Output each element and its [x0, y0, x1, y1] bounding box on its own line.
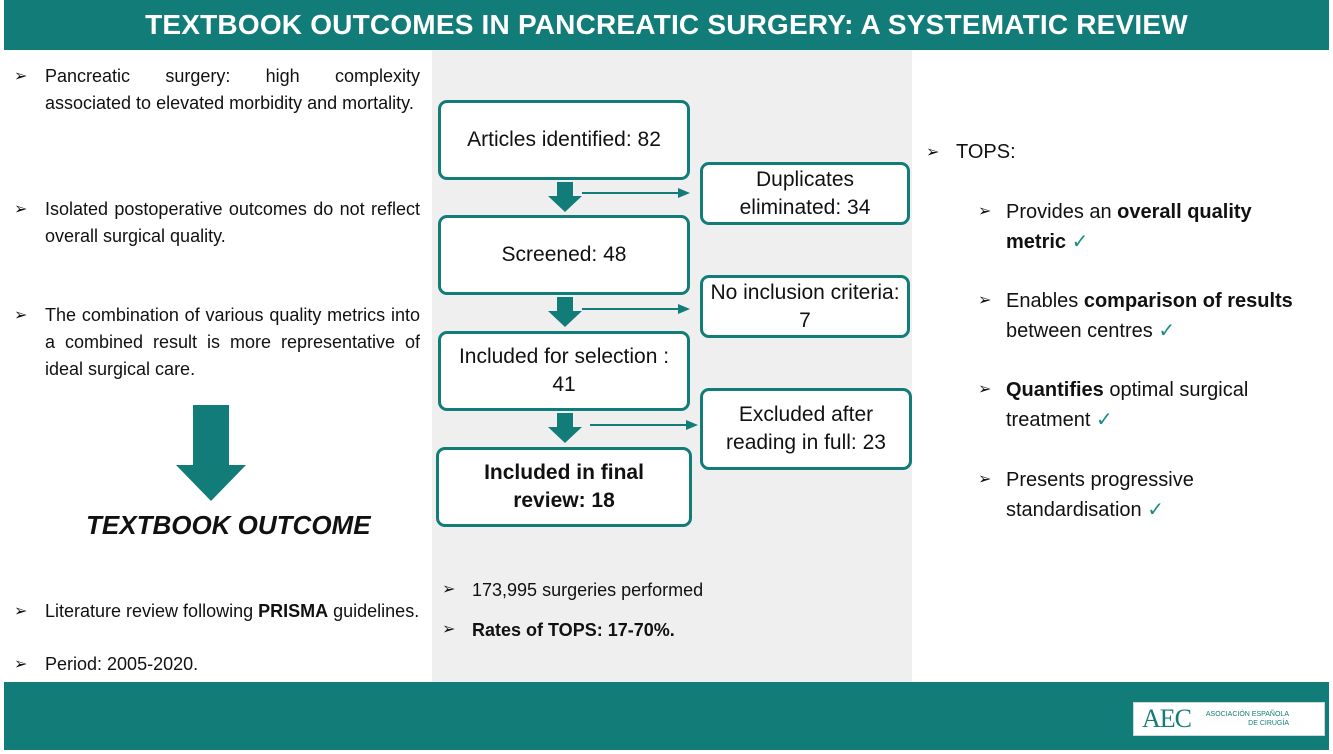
bullet-icon: ➢ — [442, 581, 456, 598]
aec-logo-mark: AEC — [1142, 704, 1192, 733]
bullet-icon: ➢ — [14, 603, 28, 620]
right-arrow-icon — [590, 420, 698, 430]
down-arrow-icon — [548, 297, 582, 327]
textbook-outcome-label: TEXTBOOK OUTCOME — [86, 510, 371, 540]
check-icon: ✓ — [1071, 231, 1089, 253]
right-arrow-icon — [582, 304, 690, 314]
footer-band — [4, 682, 1329, 750]
tops-item-4: Presents progressive standardisation ✓ — [1006, 469, 1194, 521]
bullet-icon: ➢ — [14, 307, 28, 324]
literature-review-text: Literature review following PRISMA guide… — [45, 601, 420, 621]
no-inclusion-box: No inclusion criteria: 7 — [700, 275, 910, 338]
bullet-icon: ➢ — [14, 68, 28, 85]
bullet-icon: ➢ — [978, 292, 992, 309]
final-review-box: Included in final review: 18 — [436, 447, 692, 527]
right-arrow-icon — [582, 188, 690, 198]
surgeries-stat: 173,995 surgeries performed — [472, 580, 704, 600]
tops-item-1: Provides an overall quality metric ✓ — [1006, 201, 1252, 253]
down-arrow-icon — [548, 413, 582, 443]
identified-box: Articles identified: 82 — [438, 100, 690, 180]
down-arrow-icon — [548, 182, 582, 212]
bullet-icon: ➢ — [978, 203, 992, 220]
left-point-1: Pancreatic surgery: high complexity asso… — [45, 66, 420, 113]
left-point-2: Isolated postoperative outcomes do not r… — [45, 199, 420, 246]
bullet-icon: ➢ — [978, 471, 992, 488]
check-icon: ✓ — [1147, 499, 1164, 521]
check-icon: ✓ — [1096, 409, 1113, 431]
down-arrow-icon — [176, 405, 246, 501]
bullet-icon: ➢ — [442, 621, 456, 638]
bullet-icon: ➢ — [14, 656, 28, 673]
left-point-3: The combination of various quality metri… — [45, 305, 420, 379]
check-icon: ✓ — [1158, 320, 1176, 342]
screened-box: Screened: 48 — [438, 215, 690, 295]
period-text: Period: 2005-2020. — [45, 654, 199, 674]
header-banner: TEXTBOOK OUTCOMES IN PANCREATIC SURGERY:… — [4, 0, 1329, 50]
duplicates-box: Duplicates eliminated: 34 — [700, 162, 910, 225]
bullet-icon: ➢ — [926, 144, 940, 161]
bullet-icon: ➢ — [978, 381, 992, 398]
tops-item-2: Enables comparison of results between ce… — [1006, 290, 1293, 342]
tops-rates-stat: Rates of TOPS: 17-70%. — [472, 620, 675, 640]
excluded-box: Excluded after reading in full: 23 — [700, 388, 912, 470]
bullet-icon: ➢ — [14, 201, 28, 218]
tops-heading: TOPS: — [956, 141, 1016, 163]
tops-item-3: Quantifies optimal surgical treatment ✓ — [1006, 379, 1249, 431]
page-title: TEXTBOOK OUTCOMES IN PANCREATIC SURGERY:… — [145, 9, 1188, 40]
included-selection-box: Included for selection : 41 — [438, 331, 690, 411]
